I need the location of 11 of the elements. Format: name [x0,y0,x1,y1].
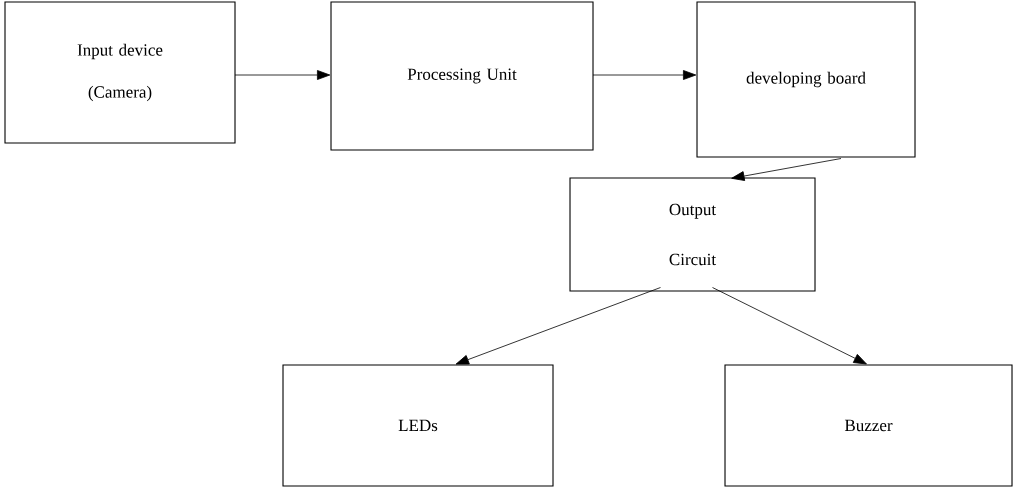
arrow [234,70,331,80]
process-box: Processing Unit [330,1,594,151]
arrow [731,158,842,181]
process-box: LEDs [282,364,554,487]
process-box: developing board [696,1,916,158]
process-box: Input device (Camera) [4,1,236,144]
arrow [712,287,867,365]
arrow [592,70,697,80]
arrow [455,287,661,365]
process-box: Buzzer [724,364,1013,487]
process-box: Output Circuit [569,177,816,292]
